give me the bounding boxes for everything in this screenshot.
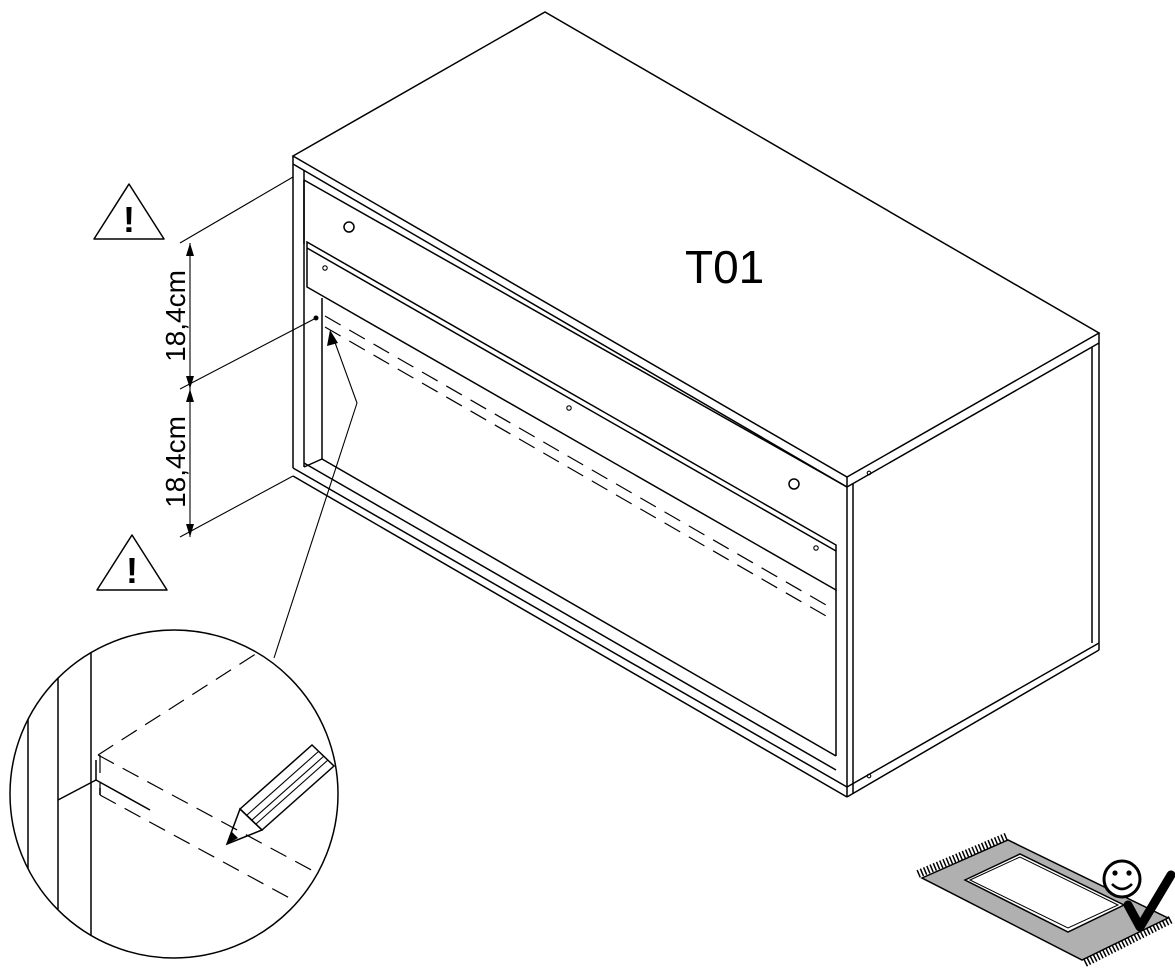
cabinet-top-rail [303,179,848,490]
pencil-icon [225,743,336,846]
dimension-lines: 18,4cm 18,4cm [160,176,319,538]
smiley-face-icon [1102,859,1142,899]
svg-text:!: ! [126,550,138,591]
svg-text:!: ! [123,199,135,240]
cabinet-left-panel [292,164,848,798]
cabinet-right-panel [846,343,1100,798]
cabinet: T01 [291,11,1101,798]
part-label: T01 [685,241,764,293]
warning-triangle-icon: ! [93,183,165,240]
detail-callout [9,330,358,959]
checkmark-icon [1123,870,1175,932]
dimension-label-upper: 18,4cm [160,270,191,362]
soft-surface-mat-icon [916,832,1174,967]
warning-triangle-icon: ! [96,534,168,591]
detail-magnifier-circle [9,629,339,959]
dimension-label-lower: 18,4cm [160,416,191,508]
cabinet-interior [303,298,837,771]
back-rail-board [306,240,837,592]
